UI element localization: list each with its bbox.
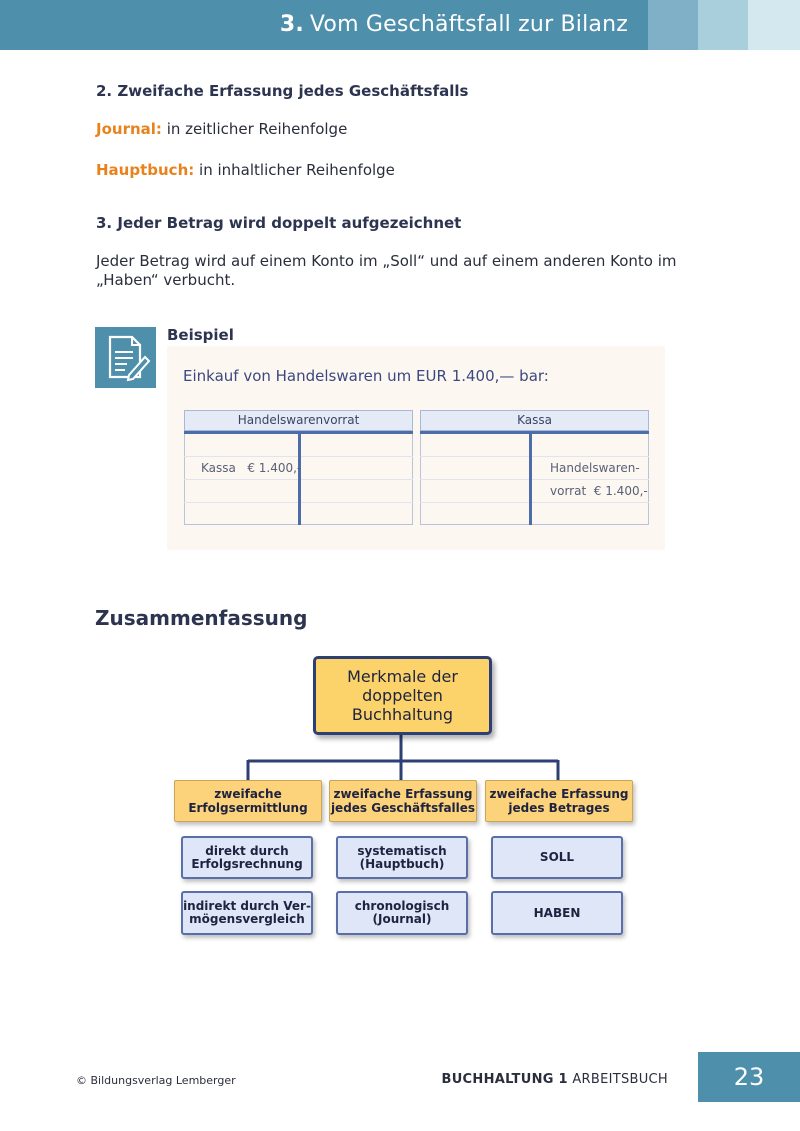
header-accent-block <box>648 0 698 50</box>
chapter-number: 3. <box>279 12 304 37</box>
diagram-category-label: zweifache Erfassung jedes Geschäftsfalle… <box>330 787 476 815</box>
section-heading-3: 3. Jeder Betrag wird doppelt aufgezeichn… <box>96 214 462 232</box>
book-title: BUCHHALTUNG 1 ARBEITSBUCH <box>441 1072 668 1087</box>
section-heading-2: 2. Zweifache Erfassung jedes Geschäftsfa… <box>96 82 469 100</box>
book-title-bold: BUCHHALTUNG 1 <box>441 1072 568 1087</box>
example-label: Beispiel <box>167 326 234 344</box>
copyright-text: © Bildungsverlag Lemberger <box>76 1074 236 1087</box>
account-border <box>420 431 421 525</box>
chapter-title: 3.Vom Geschäftsfall zur Bilanz <box>280 12 628 37</box>
hauptbuch-label: Hauptbuch: <box>96 161 195 179</box>
diagram-detail-node: indirekt durch Ver- mögensvergleich <box>181 891 313 935</box>
diagram-detail-label: indirekt durch Ver- mögensvergleich <box>183 899 311 926</box>
account-rule <box>420 431 649 434</box>
account-row-line <box>420 502 649 503</box>
account-border <box>412 431 413 525</box>
journal-text: in zeitlicher Reihenfolge <box>166 120 348 138</box>
diagram-detail-node: SOLL <box>491 836 623 879</box>
diagram-detail-label: direkt durch Erfolgsrechnung <box>191 843 303 871</box>
example-box <box>167 346 665 550</box>
diagram-detail-node: systematisch (Hauptbuch) <box>336 836 468 879</box>
t-account-handelswarenvorrat: Handelswarenvorrat Kassa € 1.400,- <box>184 410 413 525</box>
journal-label: Journal: <box>96 120 162 138</box>
example-text: Einkauf von Handelswaren um EUR 1.400,— … <box>183 367 549 385</box>
diagram-detail-node: direkt durch Erfolgsrechnung <box>181 836 313 879</box>
diagram-category-node: zweifache Erfassung jedes Geschäftsfalle… <box>329 780 477 822</box>
account-name: Handelswarenvorrat <box>184 410 413 431</box>
account-row-line <box>420 479 649 480</box>
account-entry-haben: vorrat € 1.400,- <box>550 484 648 498</box>
diagram-detail-label: HABEN <box>533 905 581 920</box>
paragraph-line: Jeder Betrag wird auf einem Konto im „So… <box>96 252 677 270</box>
paragraph-line: „Haben“ verbucht. <box>96 271 236 289</box>
account-border <box>184 431 185 525</box>
diagram-detail-label: chronologisch (Journal) <box>354 899 450 926</box>
diagram-category-node: zweifache Erfolgsermittlung <box>174 780 322 822</box>
chapter-header-bar: 3.Vom Geschäftsfall zur Bilanz <box>0 0 648 50</box>
hauptbuch-text: in inhaltlicher Reihenfolge <box>199 161 395 179</box>
diagram-root-label: Merkmale der doppelten Buchhaltung <box>347 667 458 724</box>
account-entry-soll: Kassa € 1.400,- <box>201 461 302 475</box>
diagram-category-label: zweifache Erfassung jedes Betrages <box>489 787 629 815</box>
account-border <box>648 431 649 525</box>
account-divider <box>298 431 301 525</box>
account-entry-haben: Handelswaren- <box>550 461 640 475</box>
hauptbuch-line: Hauptbuch: in inhaltlicher Reihenfolge <box>96 160 395 180</box>
document-edit-icon <box>95 327 156 388</box>
header-accent-block <box>748 0 800 50</box>
account-row-line <box>420 456 649 457</box>
diagram-category-label: zweifache Erfolgsermittlung <box>188 787 308 815</box>
diagram-root-node: Merkmale der doppelten Buchhaltung <box>313 656 492 735</box>
chapter-title-text: Vom Geschäftsfall zur Bilanz <box>309 12 628 37</box>
page-number: 23 <box>698 1052 800 1102</box>
book-title-rest: ARBEITSBUCH <box>572 1072 668 1087</box>
account-row-line <box>420 524 649 525</box>
diagram-detail-node: chronologisch (Journal) <box>336 891 468 935</box>
account-divider <box>529 431 532 525</box>
diagram-detail-label: SOLL <box>539 850 575 864</box>
diagram-detail-node: HABEN <box>491 891 623 935</box>
diagram-category-node: zweifache Erfassung jedes Betrages <box>485 780 633 822</box>
diagram-detail-label: systematisch (Hauptbuch) <box>357 843 447 871</box>
header-accent-block <box>698 0 748 50</box>
journal-line: Journal: in zeitlicher Reihenfolge <box>96 119 347 139</box>
account-name: Kassa <box>420 410 649 431</box>
t-account-kassa: Kassa Handelswaren- vorrat € 1.400,- <box>420 410 649 525</box>
summary-heading: Zusammenfassung <box>95 606 308 630</box>
